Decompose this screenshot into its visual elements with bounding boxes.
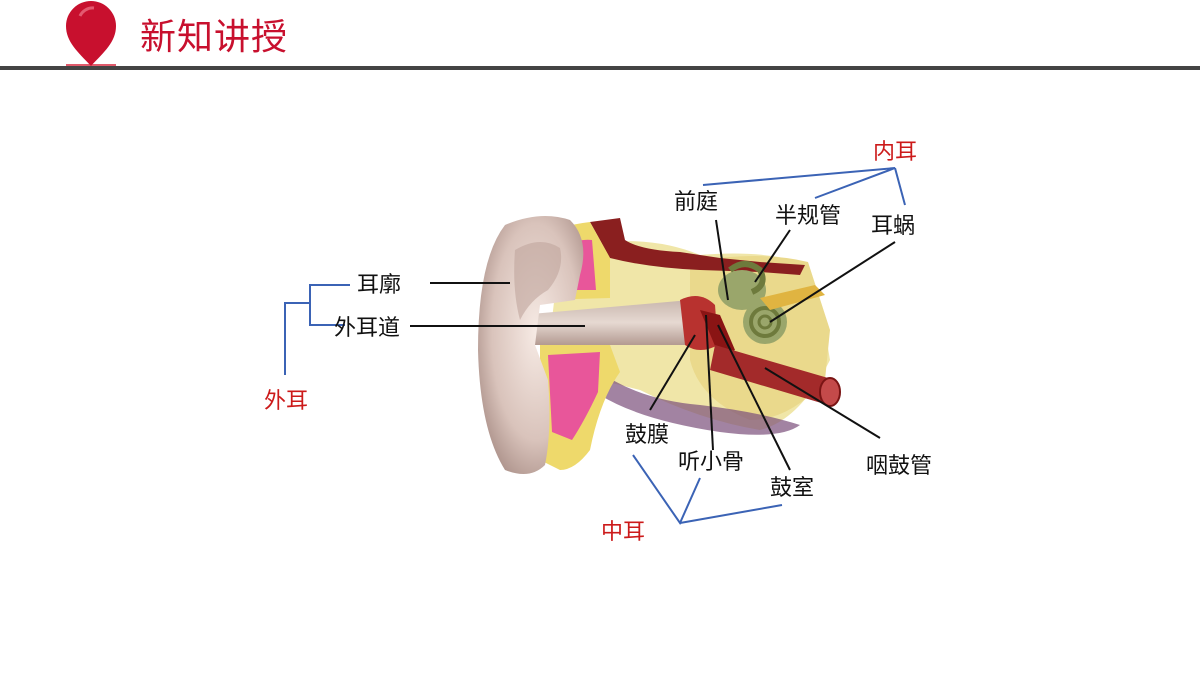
label-semicircular-canals: 半规管 bbox=[775, 204, 842, 229]
cochlea-pointer bbox=[769, 241, 896, 323]
group-label-outer-ear: 外耳 bbox=[264, 389, 309, 414]
outer-ear-stem bbox=[284, 302, 310, 375]
inner-ear-bracket bbox=[702, 167, 896, 199]
outer-ear-bracket bbox=[309, 284, 350, 326]
label-ear-canal: 外耳道 bbox=[334, 316, 401, 341]
vestibule-pointer bbox=[715, 219, 729, 301]
header-divider bbox=[0, 66, 1200, 70]
tympanic-pointer bbox=[717, 324, 791, 471]
eardrum-pointer bbox=[649, 334, 696, 411]
eustachian-pointer bbox=[764, 367, 881, 439]
middle-ear-stem bbox=[679, 504, 783, 524]
group-brackets bbox=[284, 167, 906, 526]
label-cochlea: 耳蜗 bbox=[871, 214, 916, 239]
group-label-inner-ear: 内耳 bbox=[873, 140, 918, 165]
slide-header: 新知讲授 bbox=[0, 0, 1200, 75]
ear-illustration bbox=[478, 216, 841, 474]
label-tympanic-cavity: 鼓室 bbox=[770, 476, 815, 501]
pointer-lines bbox=[410, 219, 896, 471]
group-label-middle-ear: 中耳 bbox=[601, 520, 646, 545]
label-vestibule: 前庭 bbox=[674, 190, 719, 215]
label-eustachian-tube: 咽鼓管 bbox=[866, 454, 933, 479]
label-ossicles: 听小骨 bbox=[678, 450, 745, 475]
label-auricle: 耳廓 bbox=[357, 273, 402, 298]
ossicles-pointer bbox=[705, 314, 714, 451]
inner-ear-stem bbox=[894, 167, 906, 206]
label-eardrum: 鼓膜 bbox=[625, 423, 670, 448]
semicircular-pointer bbox=[754, 229, 791, 283]
page-title: 新知讲授 bbox=[140, 17, 289, 58]
